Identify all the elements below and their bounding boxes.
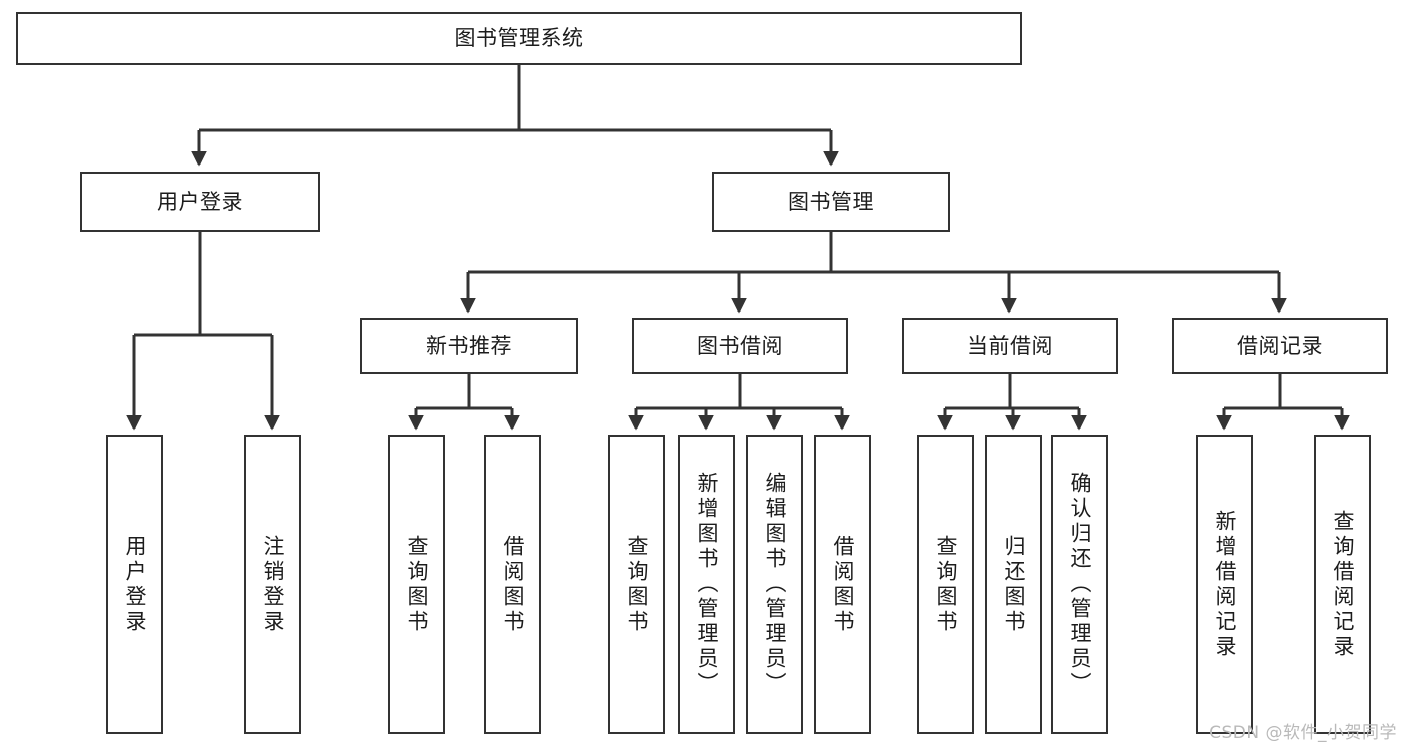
node-leaf-query-book-3[interactable]: 查询图书 [917,435,974,734]
node-leaf-query-book-2[interactable]: 查询图书 [608,435,665,734]
node-leaf-add-record[interactable]: 新增借阅记录 [1196,435,1253,734]
node-user-login[interactable]: 用户登录 [80,172,320,232]
node-leaf-borrow-book-1[interactable]: 借阅图书 [484,435,541,734]
node-borrow-record[interactable]: 借阅记录 [1172,318,1388,374]
node-leaf-borrow-book-1-label: 借阅图书 [501,534,525,635]
node-book-manage[interactable]: 图书管理 [712,172,950,232]
node-user-login-label: 用户登录 [157,189,243,214]
node-book-borrow-label: 图书借阅 [697,333,783,358]
node-leaf-return-book-label: 归还图书 [1002,534,1026,635]
node-leaf-add-book[interactable]: 新增图书（管理员） [678,435,735,734]
node-leaf-query-record[interactable]: 查询借阅记录 [1314,435,1371,734]
node-leaf-query-book-2-label: 查询图书 [625,534,649,635]
node-leaf-confirm-return[interactable]: 确认归还（管理员） [1051,435,1108,734]
node-book-manage-label: 图书管理 [788,189,874,214]
node-leaf-add-record-label: 新增借阅记录 [1213,509,1237,660]
node-leaf-borrow-book-2[interactable]: 借阅图书 [814,435,871,734]
node-leaf-query-book-3-label: 查询图书 [934,534,958,635]
node-leaf-borrow-book-2-label: 借阅图书 [831,534,855,635]
node-root[interactable]: 图书管理系统 [16,12,1022,65]
node-leaf-add-book-label: 新增图书（管理员） [695,472,719,697]
node-leaf-edit-book-label: 编辑图书（管理员） [763,472,787,697]
node-new-book-recommend-label: 新书推荐 [426,333,512,358]
node-leaf-query-record-label: 查询借阅记录 [1331,509,1355,660]
node-leaf-edit-book[interactable]: 编辑图书（管理员） [746,435,803,734]
node-leaf-user-logout[interactable]: 注销登录 [244,435,301,734]
node-book-borrow[interactable]: 图书借阅 [632,318,848,374]
node-leaf-user-login-label: 用户登录 [123,534,147,635]
node-current-borrow[interactable]: 当前借阅 [902,318,1118,374]
node-current-borrow-label: 当前借阅 [967,333,1053,358]
node-leaf-query-book-1-label: 查询图书 [405,534,429,635]
node-new-book-recommend[interactable]: 新书推荐 [360,318,578,374]
node-leaf-query-book-1[interactable]: 查询图书 [388,435,445,734]
csdn-watermark: CSDN @软件_小贺同学 [1209,723,1397,743]
node-root-label: 图书管理系统 [454,26,584,51]
node-leaf-return-book[interactable]: 归还图书 [985,435,1042,734]
node-leaf-user-logout-label: 注销登录 [261,534,285,635]
node-leaf-user-login[interactable]: 用户登录 [106,435,163,734]
node-borrow-record-label: 借阅记录 [1237,333,1323,358]
node-leaf-confirm-return-label: 确认归还（管理员） [1068,472,1092,697]
